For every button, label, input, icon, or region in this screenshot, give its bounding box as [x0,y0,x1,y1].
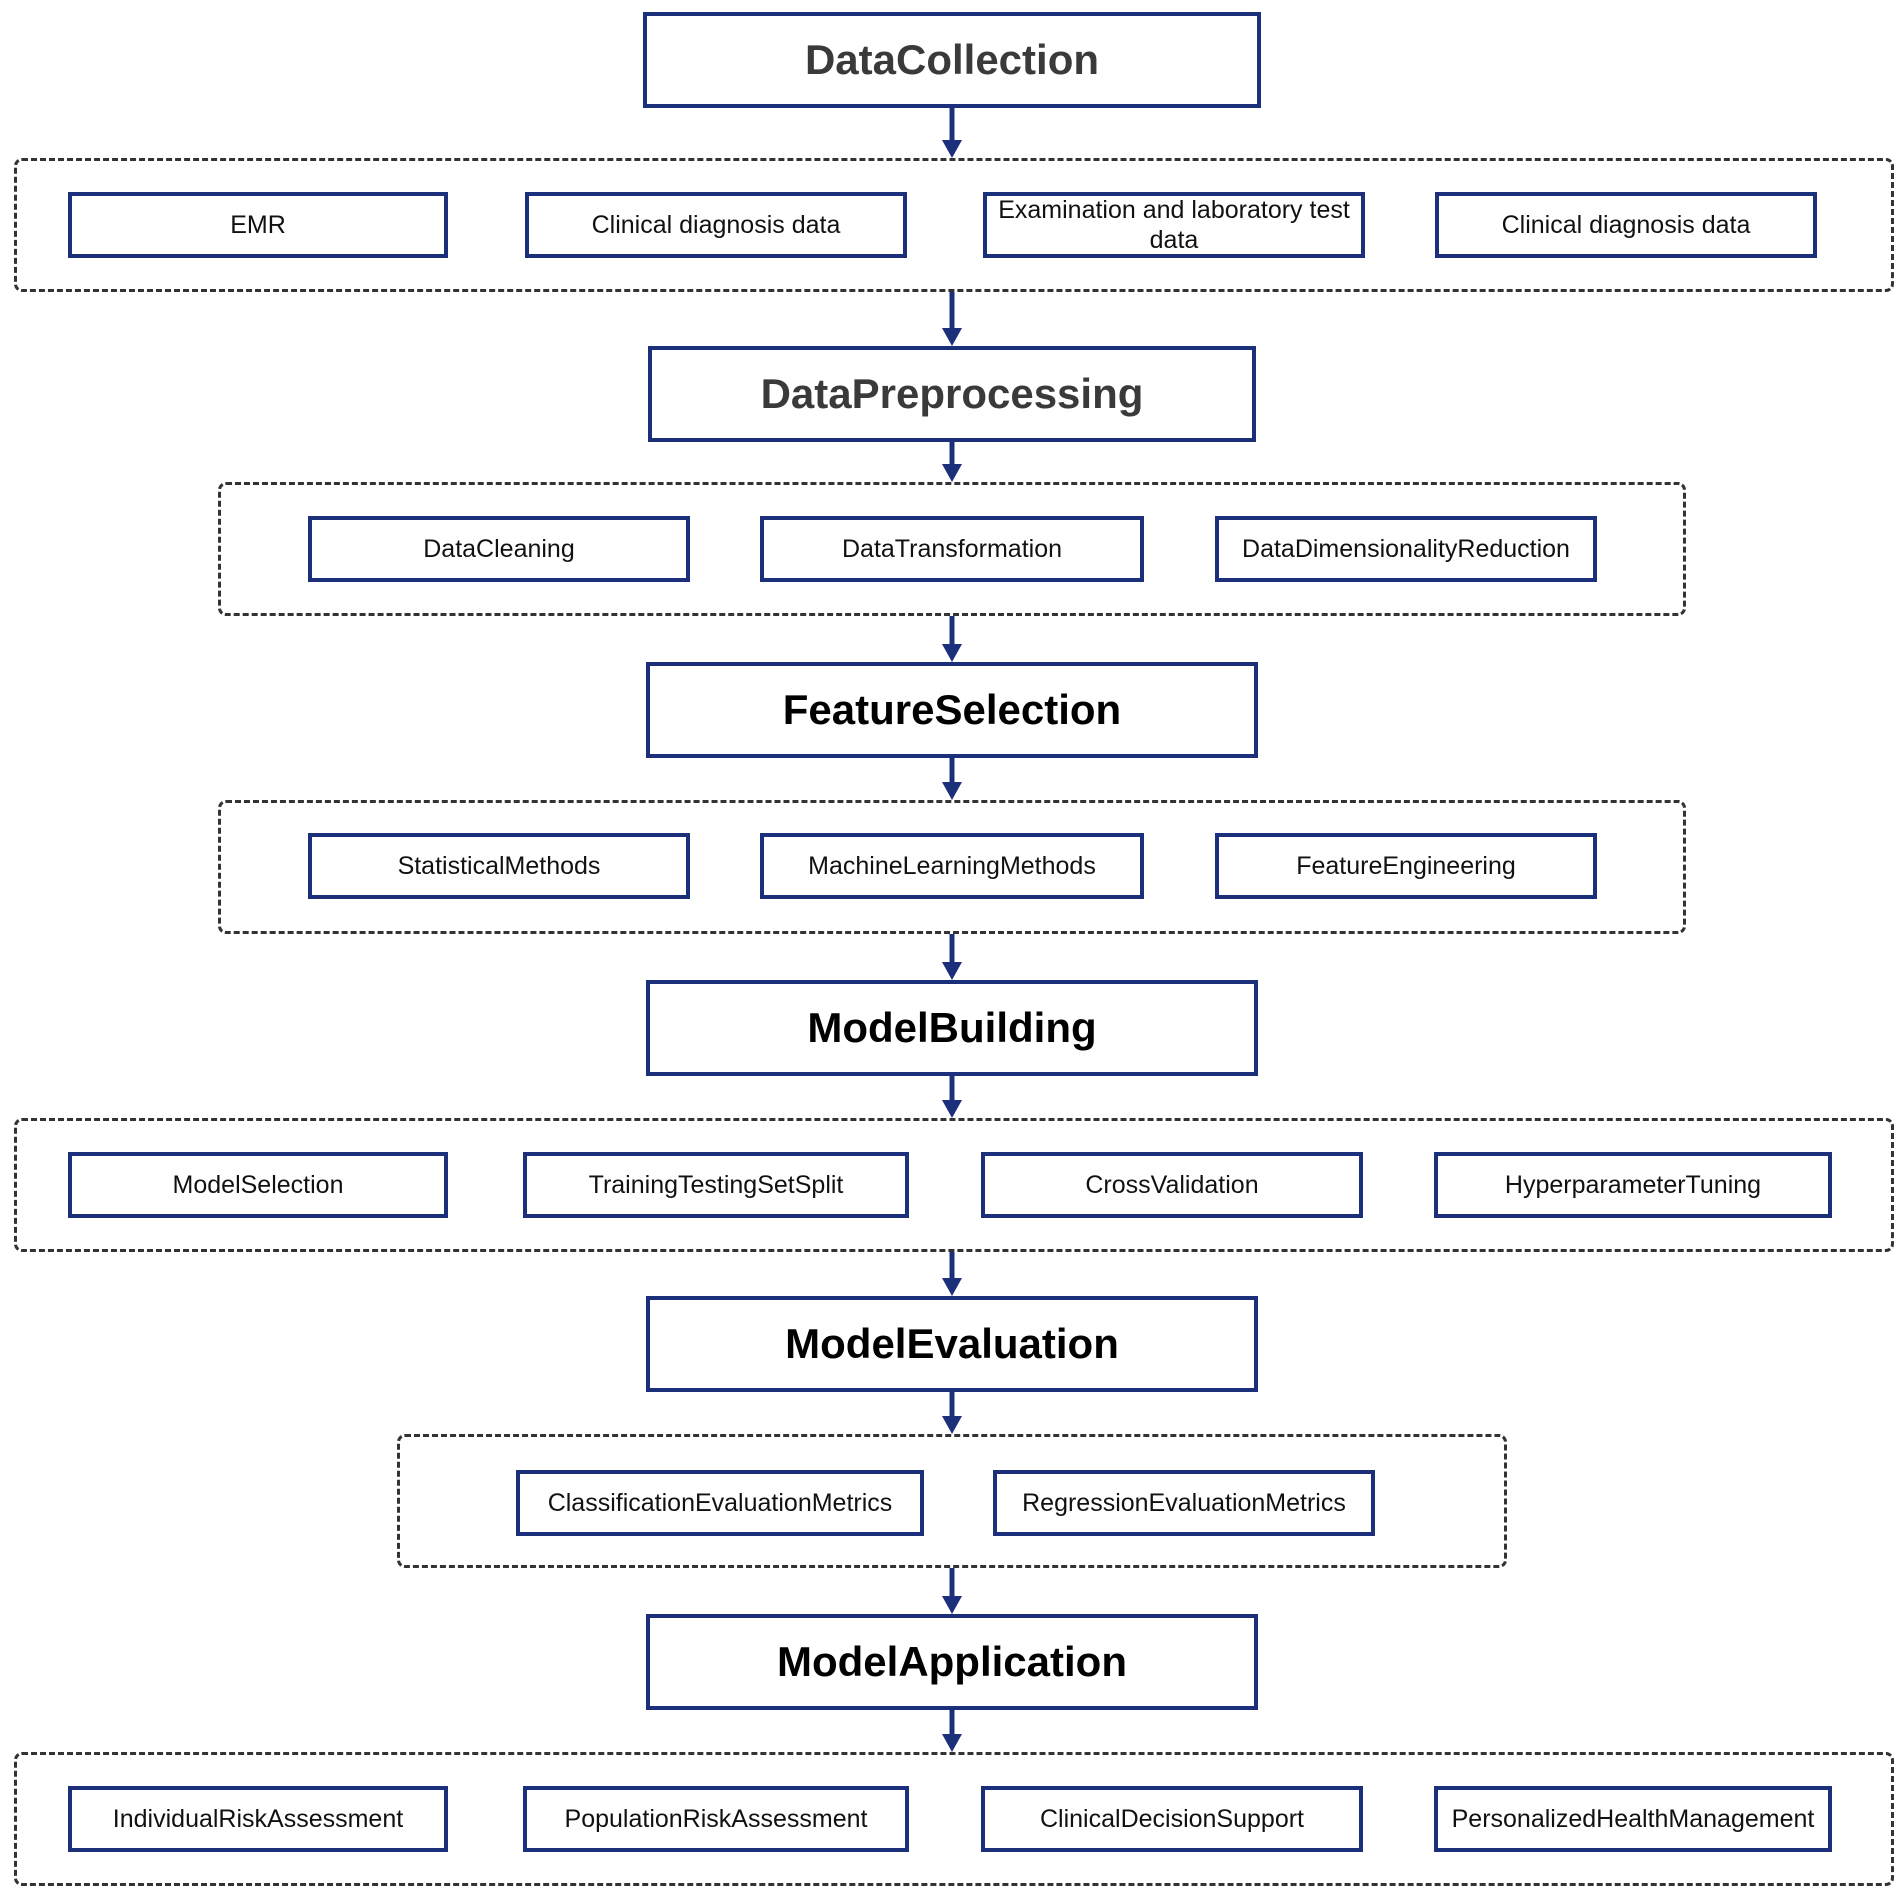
item-feature-engineering: FeatureEngineering [1215,833,1597,899]
stage-data-preprocessing: DataPreprocessing [648,346,1256,442]
item-statistical-methods: StatisticalMethods [308,833,690,899]
stage-data-collection: DataCollection [643,12,1261,108]
flow-arrow [942,1710,962,1752]
item-emr: EMR [68,192,448,258]
flow-arrow [942,1252,962,1296]
flow-arrow [942,934,962,980]
item-clinical-diagnosis-data-2: Clinical diagnosis data [1435,192,1817,258]
group-model-evaluation [397,1434,1507,1568]
group-data-collection [14,158,1894,292]
stage-feature-selection: FeatureSelection [646,662,1258,758]
item-data-cleaning: DataCleaning [308,516,690,582]
group-feature-selection [218,800,1686,934]
item-data-dimensionality-reduction: DataDimensionalityReduction [1215,516,1597,582]
item-personalized-health-management: PersonalizedHealthManagement [1434,1786,1832,1852]
item-hyperparameter-tuning: HyperparameterTuning [1434,1152,1832,1218]
group-model-application [14,1752,1894,1886]
flow-arrow [942,292,962,346]
item-clinical-diagnosis-data-1: Clinical diagnosis data [525,192,907,258]
flow-arrow [942,108,962,158]
item-classification-evaluation-metrics: ClassificationEvaluationMetrics [516,1470,924,1536]
item-individual-risk-assessment: IndividualRiskAssessment [68,1786,448,1852]
flow-arrow [942,1076,962,1118]
item-population-risk-assessment: PopulationRiskAssessment [523,1786,909,1852]
item-examination-lab-data: Examination and laboratory test data [983,192,1365,258]
item-model-selection: ModelSelection [68,1152,448,1218]
item-cross-validation: CrossValidation [981,1152,1363,1218]
flow-arrow [942,442,962,482]
item-data-transformation: DataTransformation [760,516,1144,582]
item-machine-learning-methods: MachineLearningMethods [760,833,1144,899]
item-regression-evaluation-metrics: RegressionEvaluationMetrics [993,1470,1375,1536]
flow-arrow [942,1568,962,1614]
stage-model-evaluation: ModelEvaluation [646,1296,1258,1392]
stage-model-building: ModelBuilding [646,980,1258,1076]
item-clinical-decision-support: ClinicalDecisionSupport [981,1786,1363,1852]
flow-arrow [942,758,962,800]
flow-arrow [942,1392,962,1434]
item-training-testing-set-split: TrainingTestingSetSplit [523,1152,909,1218]
stage-model-application: ModelApplication [646,1614,1258,1710]
group-data-preprocessing [218,482,1686,616]
group-model-building [14,1118,1894,1252]
flow-arrow [942,616,962,662]
